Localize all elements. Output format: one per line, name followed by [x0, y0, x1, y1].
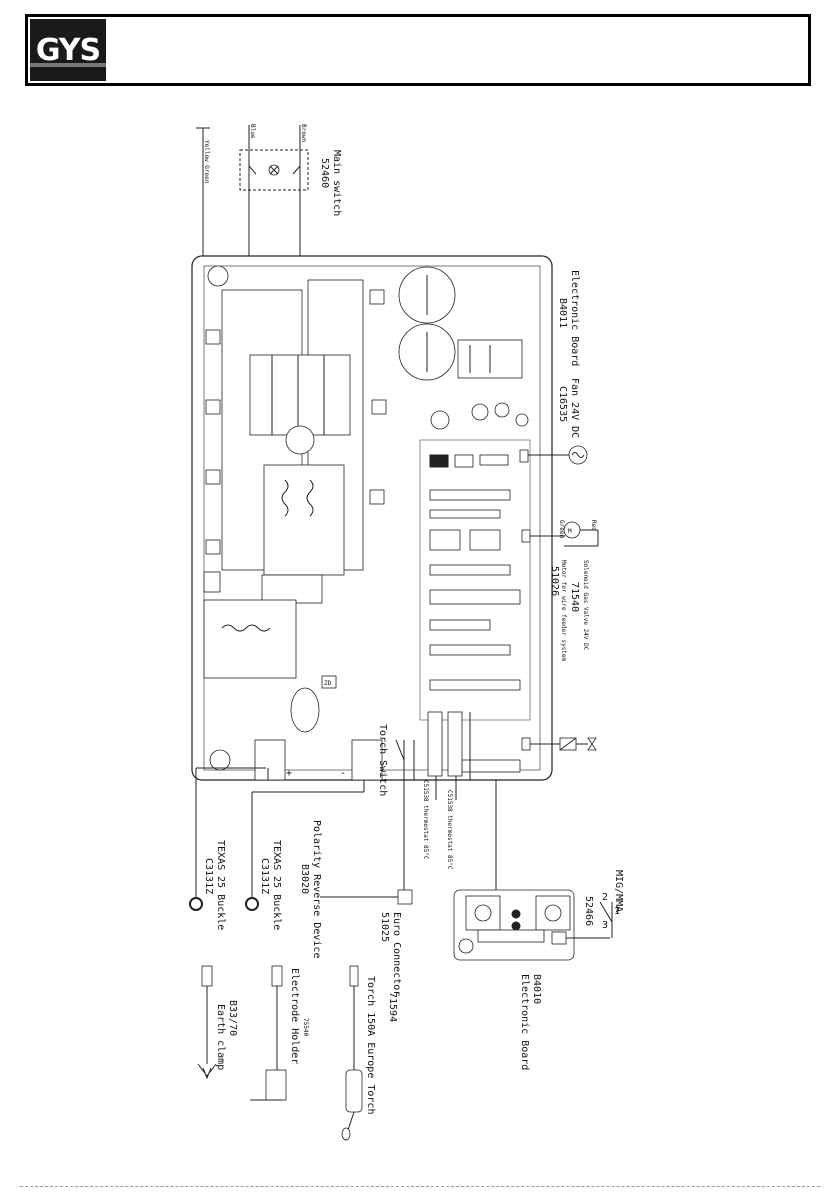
label-sw-pin-1: 1	[614, 906, 620, 917]
label-motor-green: Green	[558, 520, 565, 538]
electrode-holder	[250, 965, 287, 1101]
pcb-zd-label: ZD	[324, 680, 332, 687]
logo-stripe	[30, 63, 106, 67]
shunt	[290, 687, 320, 733]
label-texas-1: TEXAS 25 Buckle	[215, 840, 226, 930]
gys-logo: GYS	[30, 19, 106, 81]
label-main-switch: Main switch	[331, 150, 342, 216]
label-motor: Motor for wire feeder system	[560, 560, 567, 662]
label-electrode-holder: Electrode Holder	[289, 968, 300, 1064]
motor-icon	[563, 521, 581, 539]
label-mig-mma: MIG/MMA	[613, 870, 624, 912]
main-pcb: + - ZD	[191, 255, 553, 781]
label-sw-pin-3: 3	[602, 920, 608, 931]
label-texas-1-ref: C3131Z	[203, 858, 214, 894]
pcb-minus-label: -	[340, 768, 346, 779]
valve-icon	[587, 737, 597, 751]
label-torch: Torch 150A Europe Torch	[365, 976, 376, 1114]
label-brown: Brown	[300, 124, 307, 142]
label-torch-switch: Torch Switch	[377, 724, 388, 796]
label-blue: Blue	[249, 124, 256, 139]
label-euro-ref: 51025	[379, 912, 390, 942]
logo-text: GYS	[35, 32, 101, 68]
solenoid-valve	[530, 737, 597, 751]
label-main-switch-ref: 52460	[319, 158, 330, 188]
label-motor-ref: 51026	[549, 566, 560, 596]
label-euro-connector: Euro Connector	[391, 912, 402, 996]
control-section	[419, 402, 531, 773]
terminal-minus	[351, 739, 383, 781]
label-electronic-board-top-ref: B4011	[557, 298, 568, 328]
pcb-plus-label: +	[286, 768, 292, 779]
bottom-board	[453, 889, 613, 961]
footer-dashed-line	[20, 1186, 820, 1187]
label-solenoid: Solenoid Gas Valve 24V DC	[582, 560, 589, 651]
lower-wiring	[189, 711, 497, 920]
label-polarity-device: Polarity Reverse Device	[311, 820, 322, 958]
label-electronic-board-top: Electronic Board	[569, 270, 580, 366]
motor: M	[530, 521, 599, 547]
earth-clamp	[197, 965, 217, 1080]
label-switch-ref: 52466	[583, 896, 594, 926]
euro-connector-box	[397, 889, 413, 905]
label-thermostat-1: C51538 thermostat 85°C	[422, 780, 429, 860]
svg-text:M: M	[568, 528, 572, 535]
label-electrode-holder-ref: 75540	[302, 1018, 309, 1036]
label-motor-red: Red	[590, 520, 597, 531]
torch-icon	[345, 1069, 363, 1113]
label-fan: Fan 24V DC	[569, 378, 580, 438]
main-switch	[239, 149, 309, 191]
label-texas-2: TEXAS 25 Buckle	[271, 840, 282, 930]
label-torch-ref: 71594	[387, 992, 398, 1022]
clamp-icon	[197, 1063, 217, 1080]
label-fan-ref: C16535	[557, 386, 568, 422]
fan	[528, 445, 588, 465]
label-thermostat-2: C51538 thermostat 85°C	[446, 790, 453, 870]
transformer	[263, 464, 345, 576]
output-inductor	[203, 599, 297, 679]
texas-1-connector	[189, 897, 203, 911]
label-sw-pin-2: 2	[602, 892, 608, 903]
label-solenoid-ref: 71540	[569, 582, 580, 612]
holder-icon	[265, 1069, 287, 1101]
label-texas-2-ref: C3131Z	[259, 858, 270, 894]
header-frame: GYS	[25, 14, 811, 86]
label-polarity-ref: B3020	[299, 864, 310, 894]
wiring-diagram: Yellow Green Blue Brown Main switch 5246…	[189, 124, 624, 1141]
toroid	[285, 425, 315, 455]
label-electronic-board-bottom-ref: B4010	[531, 974, 542, 1004]
label-earth-clamp-ref: B33/70	[227, 1000, 238, 1036]
label-earth-clamp: Earth clamp	[215, 1004, 226, 1070]
texas-2-connector	[245, 897, 259, 911]
torch	[341, 965, 363, 1141]
terminal-plus	[254, 739, 286, 781]
label-yellow-green: Yellow Green	[203, 140, 210, 184]
label-electronic-board-bottom: Electronic Board	[519, 974, 530, 1070]
